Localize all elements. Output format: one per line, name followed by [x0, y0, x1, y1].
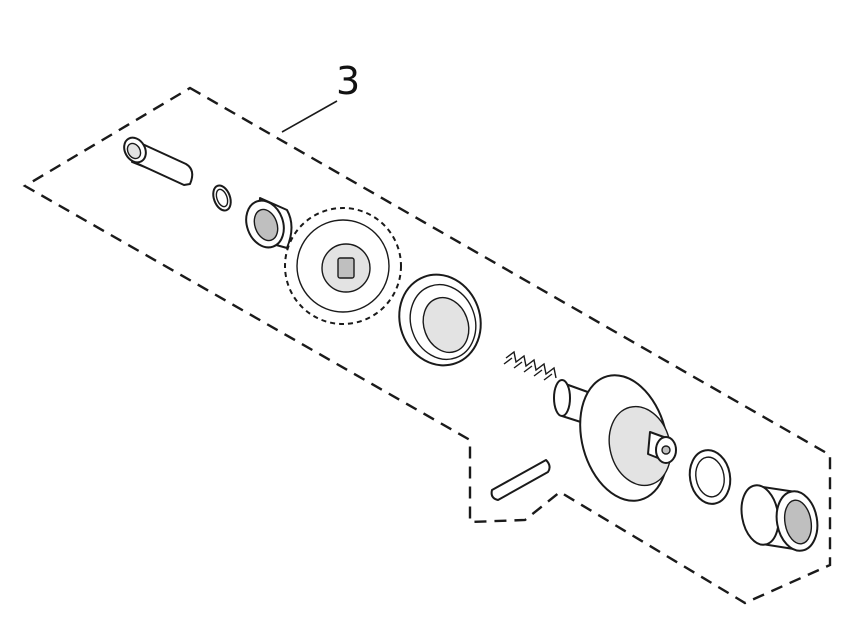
- callout-label: 3: [336, 59, 361, 103]
- assembly-boundary: [22, 86, 832, 605]
- pin: [123, 136, 194, 186]
- washer: [688, 449, 732, 505]
- spur-gear: [284, 207, 402, 325]
- bearing: [398, 273, 482, 367]
- key: [490, 459, 551, 501]
- sleeve-bearing: [740, 484, 819, 552]
- callout-leader-line: [281, 100, 338, 133]
- retaining-ring: [212, 184, 232, 212]
- bushing: [245, 197, 293, 249]
- compression-spring: [503, 350, 557, 381]
- bevel-gear-shaft: [553, 374, 677, 502]
